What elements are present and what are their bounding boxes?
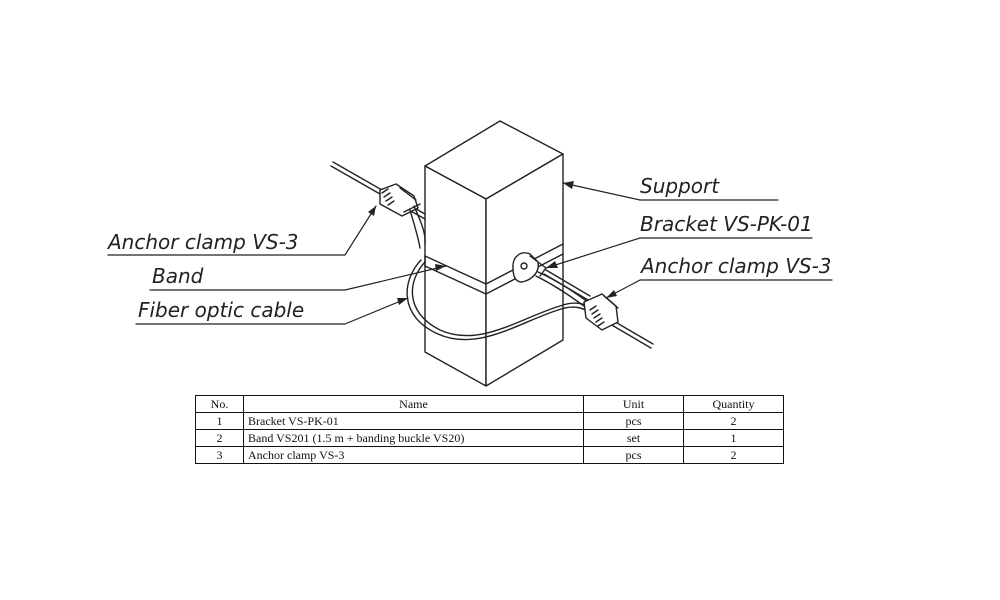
- leader-support: [562, 182, 779, 201]
- cell-name: Band VS201 (1.5 m + banding buckle VS20): [243, 429, 584, 447]
- table-row: 3 Anchor clamp VS-3 pcs 2: [195, 446, 784, 464]
- header-no: No.: [195, 395, 244, 413]
- table-row: 2 Band VS201 (1.5 m + banding buckle VS2…: [195, 429, 784, 447]
- cell-quantity: 2: [683, 446, 784, 464]
- label-anchor-clamp-right: Anchor clamp VS-3: [641, 254, 832, 278]
- support-left-face: [424, 165, 487, 387]
- bracket: [512, 252, 547, 283]
- cell-unit: pcs: [583, 446, 684, 464]
- label-fiber-optic-cable: Fiber optic cable: [138, 298, 305, 322]
- leader-bracket: [545, 237, 813, 269]
- cell-no: 3: [195, 446, 244, 464]
- leader-lines: [107, 181, 833, 325]
- cell-no: 1: [195, 412, 244, 430]
- header-quantity: Quantity: [683, 395, 784, 413]
- label-band: Band: [152, 264, 204, 288]
- header-unit: Unit: [583, 395, 684, 413]
- specification-table: No. Name Unit Quantity 1 Bracket VS-PK-0…: [195, 395, 784, 464]
- leader-anchor-right: [605, 279, 833, 299]
- cable-right: [543, 269, 654, 349]
- anchor-clamp-left: [379, 183, 421, 217]
- label-support: Support: [640, 174, 720, 198]
- label-anchor-clamp-left: Anchor clamp VS-3: [108, 230, 299, 254]
- anchor-clamp-right: [583, 293, 619, 331]
- cell-name: Bracket VS-PK-01: [243, 412, 584, 430]
- leader-fiber: [135, 297, 409, 325]
- cell-quantity: 1: [683, 429, 784, 447]
- leader-anchor-left: [107, 205, 377, 256]
- header-name: Name: [243, 395, 584, 413]
- label-bracket: Bracket VS-PK-01: [640, 212, 813, 236]
- cell-quantity: 2: [683, 412, 784, 430]
- leader-band: [149, 265, 447, 291]
- cell-no: 2: [195, 429, 244, 447]
- cell-unit: pcs: [583, 412, 684, 430]
- cell-name: Anchor clamp VS-3: [243, 446, 584, 464]
- table-header-row: No. Name Unit Quantity: [195, 395, 784, 413]
- support-post: [424, 120, 564, 387]
- table-row: 1 Bracket VS-PK-01 pcs 2: [195, 412, 784, 430]
- cell-unit: set: [583, 429, 684, 447]
